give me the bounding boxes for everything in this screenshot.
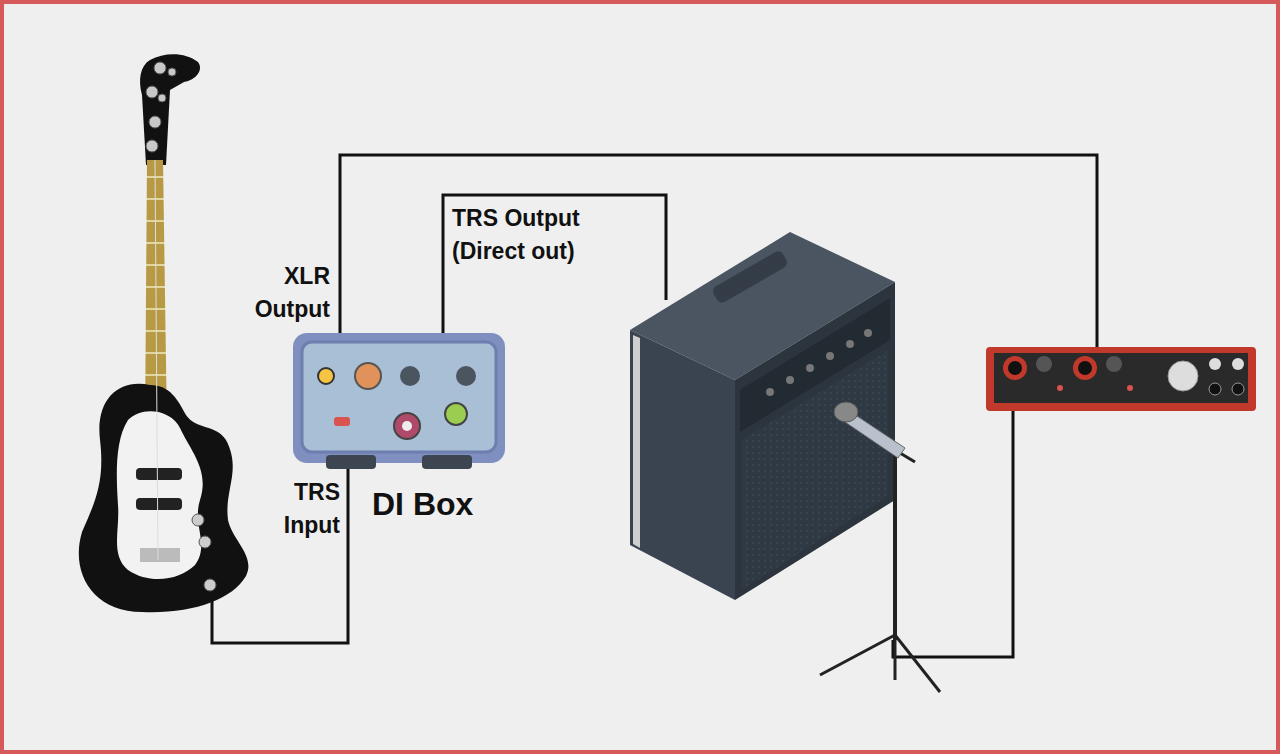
amplifier	[630, 232, 895, 600]
di-box-illustration	[293, 333, 505, 469]
device-label: DI Box	[372, 484, 512, 524]
bass-guitar	[79, 54, 249, 612]
port-label: TRS Input	[270, 476, 340, 542]
port-label: TRS Output (Direct out)	[452, 202, 582, 268]
audio-interface	[986, 347, 1256, 411]
cables	[212, 155, 1097, 657]
microphone-stand	[820, 450, 940, 692]
microphone	[834, 402, 905, 458]
port-label: XLR Output	[236, 260, 330, 326]
